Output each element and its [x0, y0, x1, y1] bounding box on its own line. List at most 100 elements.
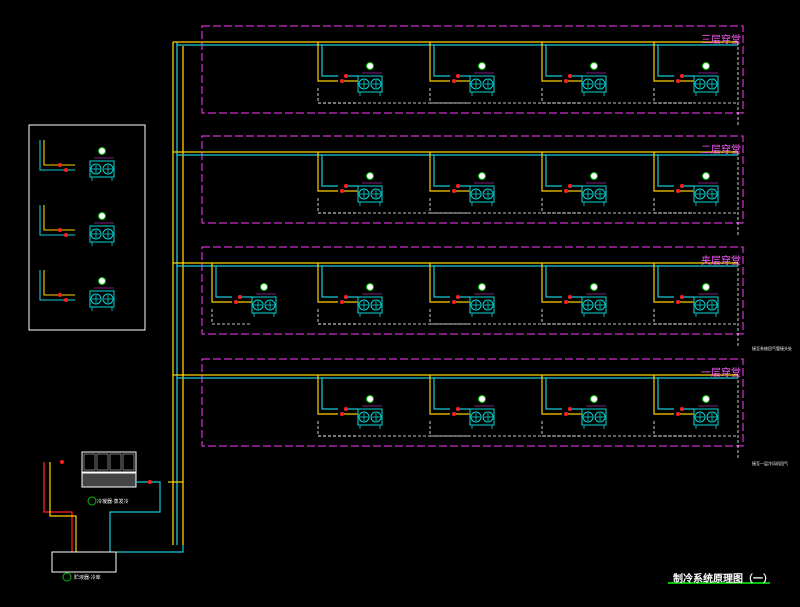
condensing-unit-label: 冷凝器·蒸发冷	[97, 499, 129, 505]
room-1-unit-1-tag	[366, 395, 374, 403]
room-mezz-unit-4	[581, 283, 607, 317]
room-mezz-unit-2-supply-branch	[317, 263, 338, 303]
room-3-unit-1-expansion-valve-icon	[344, 74, 348, 78]
room-2-unit-2-liquid-branch	[433, 155, 450, 187]
room-1-unit-2-body	[469, 408, 495, 426]
room-3-unit-3-fan-icon-0	[582, 78, 594, 90]
room-mezz-unit-1-drain	[211, 309, 252, 325]
room-3-unit-2-drain	[429, 88, 470, 104]
room-3-unit-4-fan-icon-0	[694, 78, 706, 90]
legend-unit-2-expansion-valve-icon	[64, 233, 68, 237]
room-mezz-unit-3-supply-branch	[429, 263, 450, 303]
room-3-unit-3-tag	[590, 62, 598, 70]
legend-unit-3-valve-icon	[58, 293, 62, 297]
room-2-unit-2-tag	[478, 172, 486, 180]
room-2-unit-2-body	[469, 185, 495, 203]
room-3-unit-4-tag	[702, 62, 710, 70]
legend-unit-2-supply	[43, 205, 75, 231]
room-1-unit-2-liquid-branch	[433, 378, 450, 410]
legend-unit-3-cooler-fan-icon-1	[102, 293, 114, 305]
room-1-boundary	[201, 358, 744, 447]
room-1-unit-1-body	[357, 408, 383, 426]
legend-unit-2-cooler-tag	[98, 212, 106, 220]
legend-unit-2-liquid	[39, 205, 75, 236]
room-2-unit-4-drain	[653, 198, 694, 214]
condensing-unit-fans	[81, 451, 137, 473]
room-2-unit-1	[357, 172, 383, 206]
room-mezz-unit-1-expansion-valve-icon	[238, 295, 242, 299]
room-mezz-unit-4-body	[581, 296, 607, 314]
room-2-unit-1-fan-icon-0	[358, 188, 370, 200]
room-3-unit-1-drain	[317, 88, 358, 104]
room-3-unit-4-drain	[653, 88, 694, 104]
room-1-unit-1-valve-icon	[340, 412, 344, 416]
room-2-unit-2	[469, 172, 495, 206]
room-mezz-unit-1-tag	[260, 283, 268, 291]
room-mezz-unit-2	[357, 283, 383, 317]
room-3-unit-4-body	[693, 75, 719, 93]
room-3-unit-1-body	[357, 75, 383, 93]
room-mezz-boundary	[201, 246, 744, 335]
room-1-unit-3-fan-icon-1	[594, 411, 606, 423]
room-1-unit-3-fan-icon-0	[582, 411, 594, 423]
room-3	[173, 25, 744, 126]
room-1-unit-4-expansion-valve-icon	[680, 407, 684, 411]
room-mezz-unit-5-body	[693, 296, 719, 314]
room-mezz-unit-3-tag	[478, 283, 486, 291]
room-2-unit-4-liquid-branch	[657, 155, 674, 187]
condensing-unit-body	[81, 472, 137, 488]
room-3-unit-1	[357, 62, 383, 96]
room-2-unit-4-valve-icon	[676, 189, 680, 193]
room-title-2: 二层穿堂	[701, 145, 741, 156]
room-mezz-unit-3-drain	[429, 309, 470, 325]
legend-unit-1-expansion-valve-icon	[64, 168, 68, 172]
room-2-unit-4-expansion-valve-icon	[680, 184, 684, 188]
room-2-unit-2-expansion-valve-icon	[456, 184, 460, 188]
room-1-unit-2-tag	[478, 395, 486, 403]
room-mezz-unit-5-tag	[702, 283, 710, 291]
room-1-unit-2-fan-icon-1	[482, 411, 494, 423]
room-mezz-unit-5-fan-icon-0	[694, 299, 706, 311]
room-3-unit-1-tag	[366, 62, 374, 70]
legend-unit-2-cooler	[89, 212, 115, 246]
room-1-unit-2-supply-branch	[429, 375, 450, 415]
legend-unit-3-cooler	[89, 277, 115, 311]
room-2-unit-3-body	[581, 185, 607, 203]
room-mezz-unit-2-fan-icon-0	[358, 299, 370, 311]
room-3-unit-3-fan-icon-1	[594, 78, 606, 90]
return-note-lower: 接至一层冷风机回气	[752, 461, 788, 466]
room-2-unit-4-fan-icon-0	[694, 188, 706, 200]
room-1-unit-2-valve-icon	[452, 412, 456, 416]
room-1-unit-4-tag	[702, 395, 710, 403]
room-3-unit-4-fan-icon-1	[706, 78, 718, 90]
room-1-unit-3-drain	[541, 421, 582, 437]
legend-unit-2-cooler-fan-icon-0	[90, 228, 102, 240]
room-2-unit-2-valve-icon	[452, 189, 456, 193]
legend-unit-1-supply	[43, 140, 75, 166]
room-1-unit-1-drain	[317, 421, 358, 437]
room-mezz-unit-5-liquid-branch	[657, 266, 674, 298]
room-3-unit-2-body	[469, 75, 495, 93]
condenser-fan-icon-0	[83, 453, 96, 471]
receiver-tank	[51, 551, 117, 573]
room-1-unit-3-body	[581, 408, 607, 426]
room-2-unit-2-fan-icon-1	[482, 188, 494, 200]
legend-unit-3-cooler-body	[89, 290, 115, 308]
legend-box	[28, 124, 146, 331]
room-3-unit-1-fan-icon-1	[370, 78, 382, 90]
return-note-upper: 接至系统回气管接头处	[752, 346, 792, 351]
legend-unit-3-liquid	[39, 270, 75, 301]
discharge-line	[49, 462, 77, 552]
room-1-unit-1	[357, 395, 383, 429]
legend-unit-1	[39, 140, 115, 181]
room-1-unit-1-fan-icon-0	[358, 411, 370, 423]
room-mezz-unit-5-fan-icon-1	[706, 299, 718, 311]
room-2-unit-3-supply-branch	[541, 152, 562, 192]
room-mezz-unit-2-valve-icon	[340, 300, 344, 304]
room-2-unit-1-expansion-valve-icon	[344, 184, 348, 188]
room-title-1: 一层穿堂	[701, 368, 741, 379]
room-3-unit-2-liquid-branch	[433, 45, 450, 77]
room-mezz-unit-4-drain	[541, 309, 582, 325]
room-2-unit-1-tag	[366, 172, 374, 180]
